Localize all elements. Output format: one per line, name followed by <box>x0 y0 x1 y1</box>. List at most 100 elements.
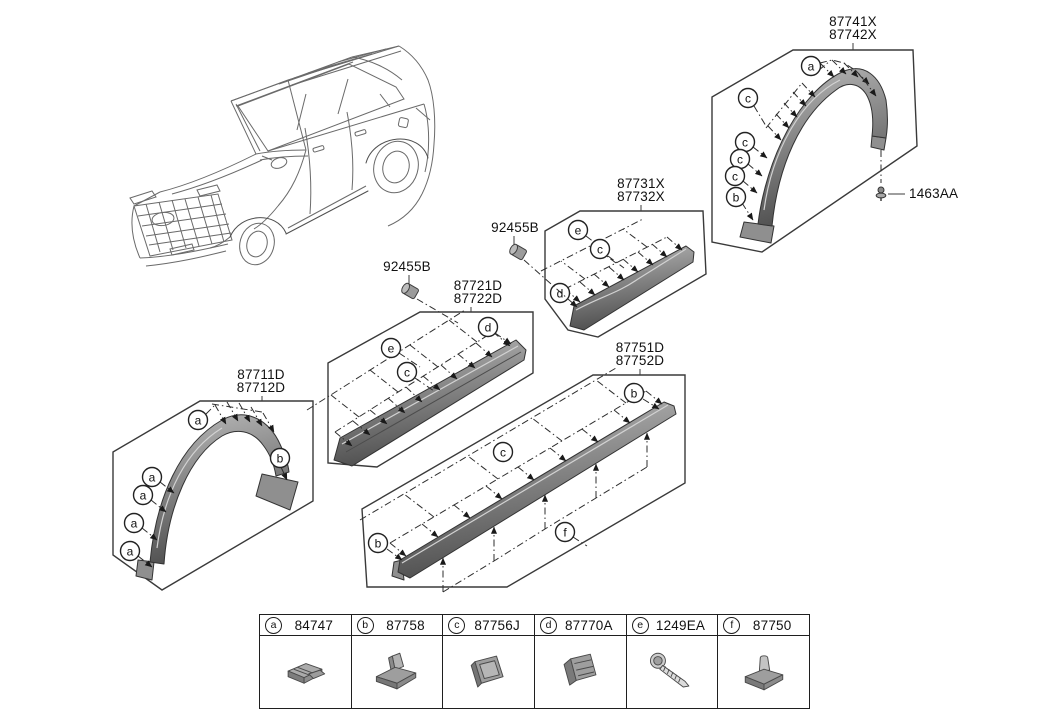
legend-cell <box>443 636 534 708</box>
svg-text:b: b <box>375 537 382 551</box>
part-code: 92455B <box>383 259 431 274</box>
callout-a: a <box>187 409 209 431</box>
part-code: 92455B <box>491 220 539 235</box>
legend-header: e 1249EA <box>626 615 718 636</box>
legend-header: a 84747 <box>260 615 351 636</box>
grommet-label-front-door: 92455B <box>383 259 459 324</box>
part-label-rear-wheel-arch: 87741X 87742X <box>829 14 877 50</box>
part-label-side-sill: 87751D 87752D <box>616 340 665 375</box>
legend-column: e 1249EA <box>626 615 719 708</box>
part-label-front-wheel-arch: 87711D 87712D <box>237 367 286 401</box>
brand-logo-icon <box>151 211 175 227</box>
callout-a: a <box>123 512 145 534</box>
front-door-molding-box <box>327 311 534 468</box>
svg-text:d: d <box>485 321 492 335</box>
callout-b: b <box>269 447 291 469</box>
part-code: 87721D <box>454 278 503 293</box>
svg-text:a: a <box>149 471 156 485</box>
callout-a: a <box>141 466 163 488</box>
callout-a: a <box>119 540 141 562</box>
legend-cell <box>260 636 351 708</box>
svg-text:a: a <box>131 517 138 531</box>
svg-text:e: e <box>388 342 395 356</box>
rear-door-molding-box <box>544 210 707 338</box>
legend-letter-badge: c <box>448 616 466 634</box>
grommet-icon <box>401 282 419 300</box>
side-sill-molding-part <box>391 401 677 581</box>
part-code: 87751D <box>616 340 665 355</box>
callout-c: c <box>729 148 751 170</box>
part-code: 87712D <box>237 380 286 395</box>
legend-part-number: 87770A <box>564 617 613 633</box>
clip-arrows-side-sill <box>359 367 663 593</box>
legend-column: f 87750 <box>718 615 810 708</box>
legend-letter-badge: e <box>631 616 649 634</box>
legend-part-number: 1249EA <box>655 617 706 633</box>
clip-87770A-icon <box>563 653 597 686</box>
part-label-rear-door: 87731X 87732X <box>617 176 665 211</box>
svg-text:e: e <box>575 224 582 238</box>
legend-column: b 87758 <box>351 615 444 708</box>
legend-cell <box>535 636 626 708</box>
part-code: 87752D <box>616 353 665 368</box>
svg-text:d: d <box>557 287 564 301</box>
callout-a: a <box>800 55 822 77</box>
legend-part-number: 84747 <box>294 617 334 633</box>
callout-f: f <box>554 521 576 543</box>
callout-b: b <box>623 382 645 404</box>
part-code: 87732X <box>617 189 665 204</box>
svg-text:a: a <box>127 545 134 559</box>
svg-text:c: c <box>597 243 603 257</box>
screw-label: 1463AA <box>875 150 958 201</box>
rear-wheel-arch-molding-part <box>739 68 888 244</box>
screw-icon <box>875 186 887 201</box>
front-wheel <box>239 222 275 266</box>
vehicle-illustration <box>129 45 436 267</box>
clip-84747-icon <box>287 663 326 684</box>
svg-text:c: c <box>404 366 410 380</box>
svg-text:b: b <box>733 191 740 205</box>
callout-c: c <box>589 238 611 260</box>
grommet-icon <box>509 243 527 261</box>
front-arch-trim-highlight <box>229 217 287 238</box>
svg-text:b: b <box>277 452 284 466</box>
svg-text:c: c <box>745 92 751 106</box>
clip-arrows-front-door <box>306 309 512 447</box>
screw-1249EA-icon <box>649 652 690 688</box>
callout-c: c <box>734 131 756 153</box>
part-code: 87731X <box>617 176 665 191</box>
rear-door-molding-part <box>569 245 695 331</box>
callout-c: c <box>724 165 746 187</box>
rear-wheel-arch-box <box>711 49 918 253</box>
legend-letter-badge: b <box>356 616 374 634</box>
grommet-label-rear-door: 92455B <box>491 220 569 300</box>
clip-87756J-icon <box>470 655 504 688</box>
svg-text:c: c <box>500 446 506 460</box>
legend-header: b 87758 <box>351 615 443 636</box>
callout-d: d <box>549 282 571 304</box>
legend-letter-badge: f <box>723 616 741 634</box>
callout-e: e <box>567 219 589 241</box>
part-code: 87741X <box>829 14 877 29</box>
rear-arch-trim-highlight <box>365 138 429 164</box>
callout-e: e <box>380 337 402 359</box>
rocker-trim-highlight <box>285 190 369 235</box>
clip-arrows-front-arch <box>137 401 288 568</box>
legend-part-number: 87756J <box>474 617 520 633</box>
svg-text:f: f <box>563 526 567 540</box>
legend-column: d 87770A <box>535 615 627 708</box>
front-wheel-arch-box <box>112 400 314 591</box>
legend-column: c 87756J <box>443 615 536 708</box>
clip-87758-icon <box>375 652 417 690</box>
side-sill-molding-box <box>361 374 686 588</box>
legend-header: f 87750 <box>718 615 810 636</box>
front-door-molding-part <box>333 339 527 467</box>
legend-cell <box>718 636 809 708</box>
clip-87750-icon <box>744 655 783 691</box>
svg-text:a: a <box>195 414 202 428</box>
part-code: 87742X <box>829 27 877 42</box>
legend-part-number: 87750 <box>752 617 792 633</box>
callouts: a c c c c b e c d d e c b c f b a a a a … <box>119 55 822 562</box>
